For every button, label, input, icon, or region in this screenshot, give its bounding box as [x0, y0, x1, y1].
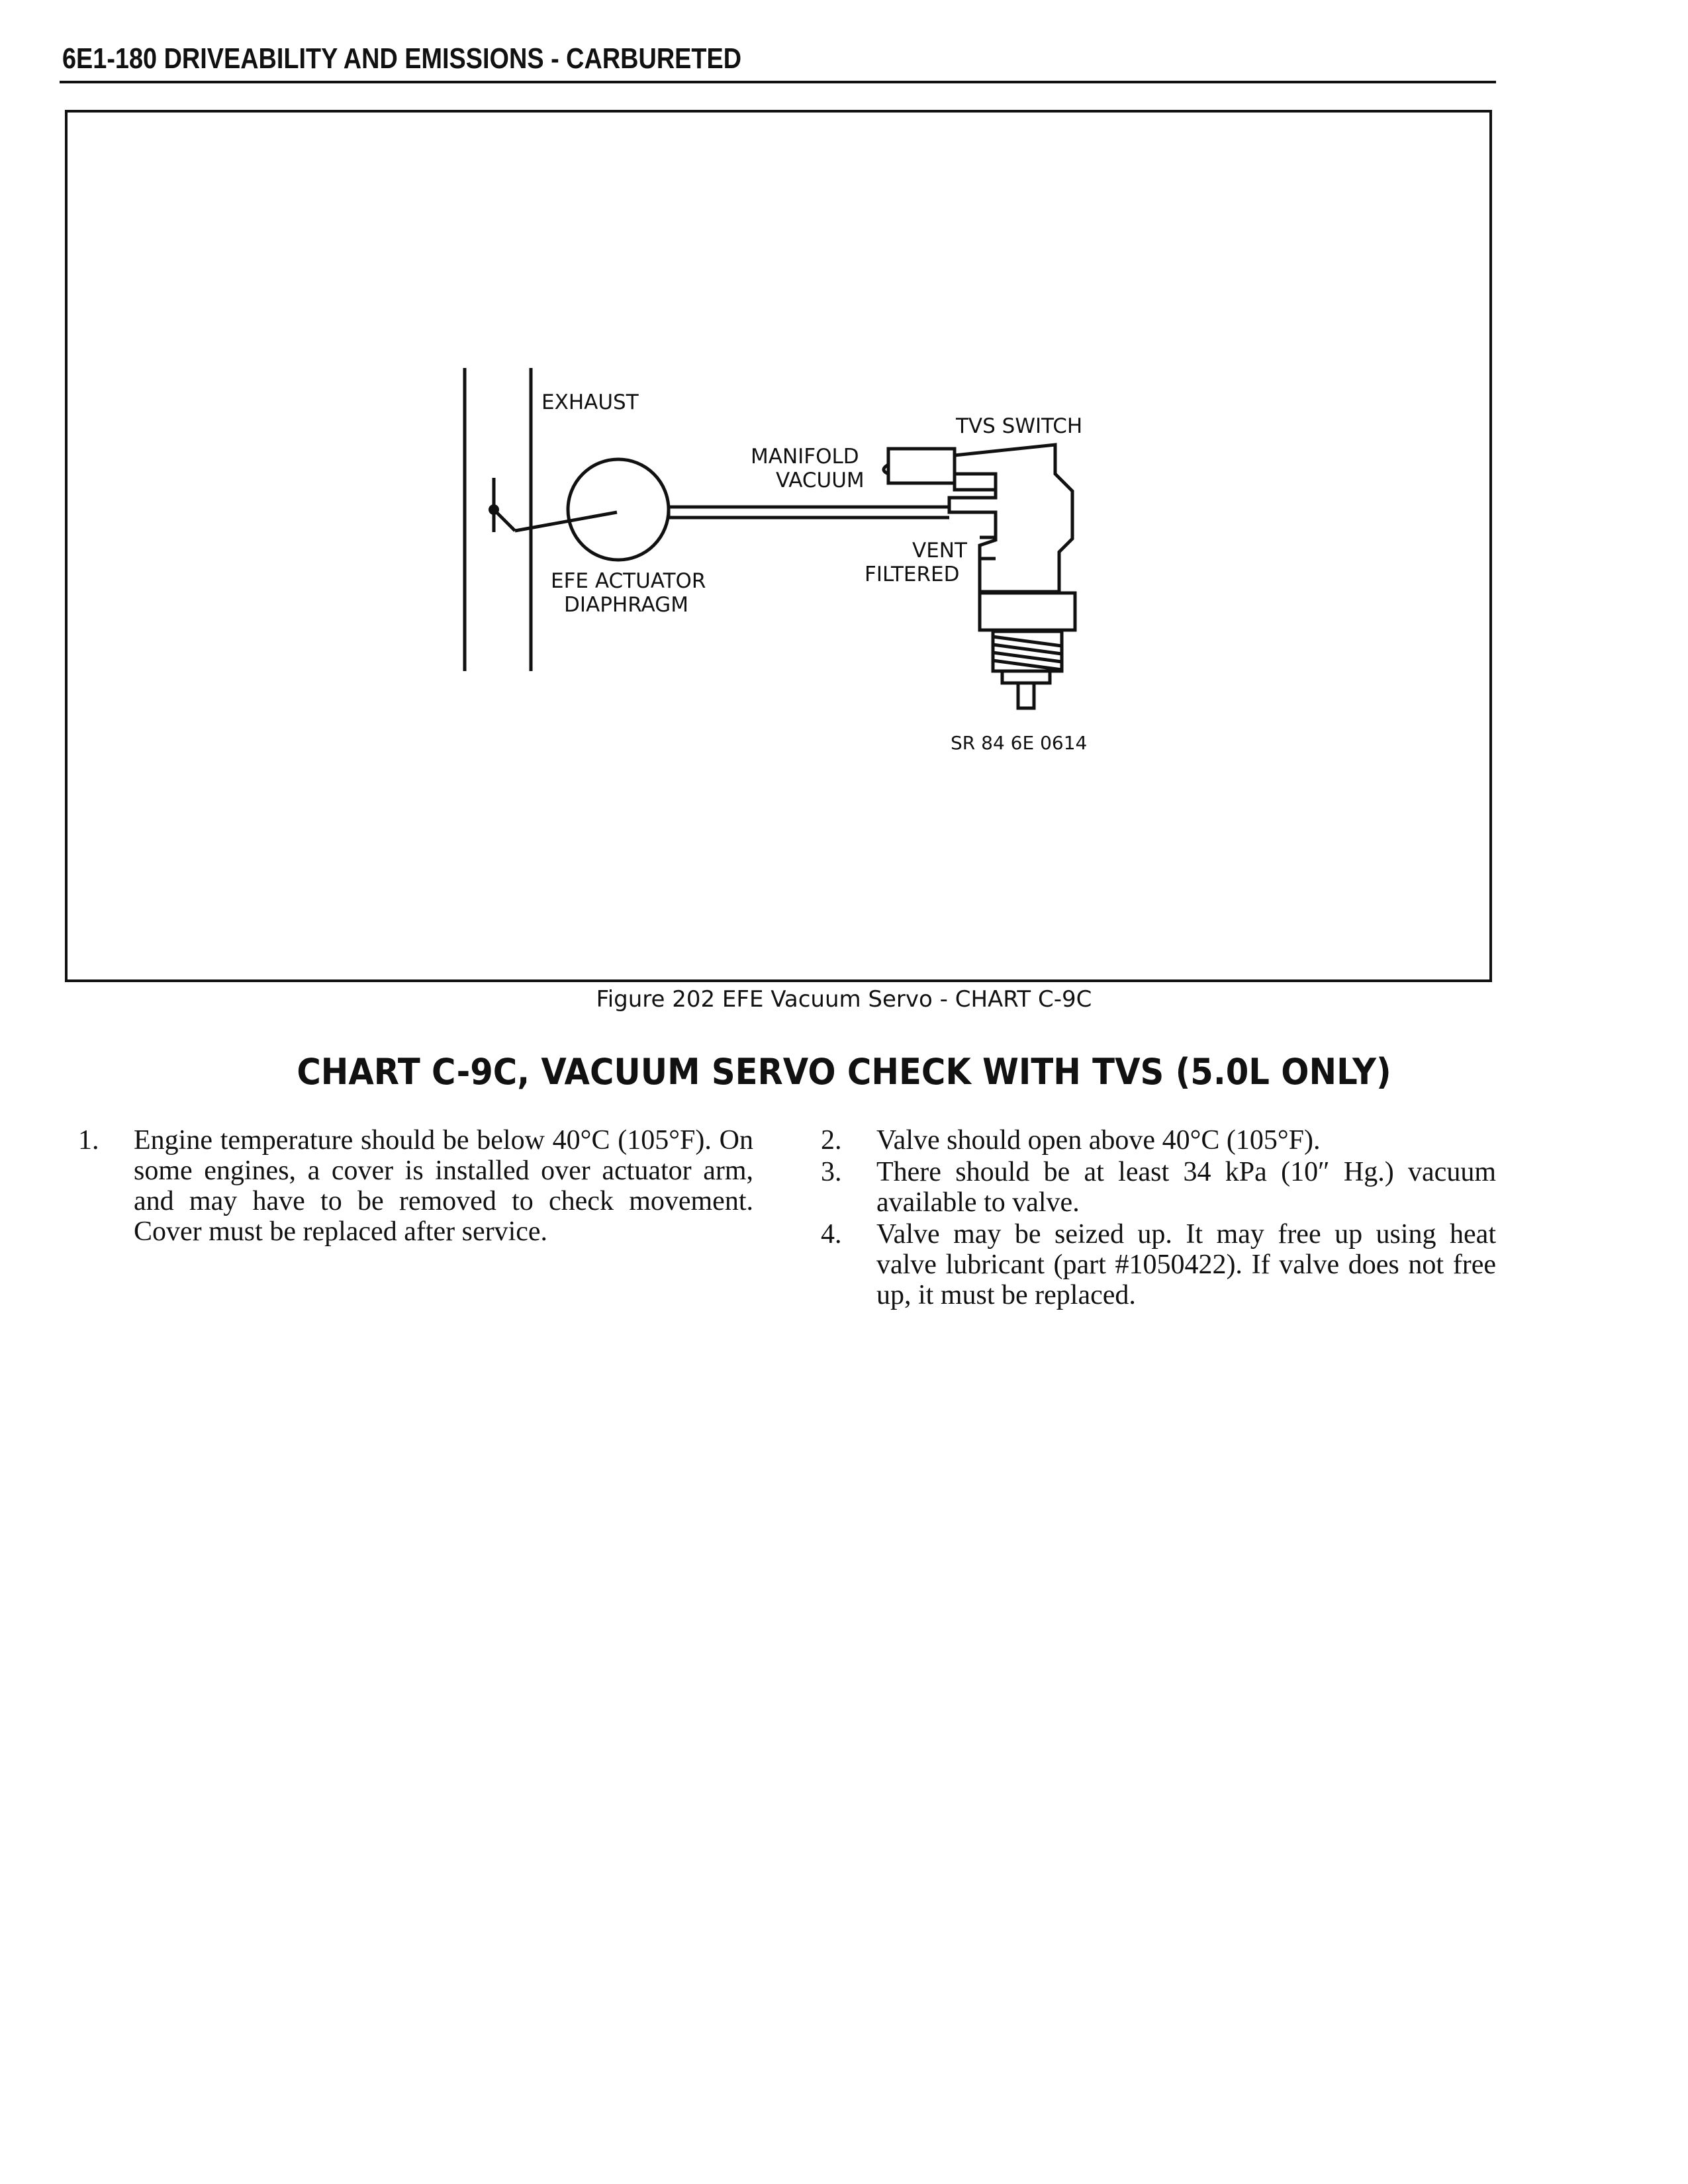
item-text: Valve may be seized up. It may free up u… — [876, 1219, 1496, 1310]
figure-caption: Figure 202 EFE Vacuum Servo - CHART C-9C — [596, 986, 1092, 1013]
list-item: 3. There should be at least 34 kPa (10″ … — [821, 1157, 1496, 1218]
tvs-probe-neck — [1000, 669, 1052, 685]
manifold-nipple — [882, 463, 890, 476]
item-text: Engine temperature should be below 40°C … — [134, 1125, 753, 1247]
figure-frame: EXHAUST MANIFOLD VACUUM TVS SWITCH VENT … — [65, 110, 1492, 982]
valve-pivot — [489, 504, 499, 515]
label-filtered: FILTERED — [865, 563, 960, 586]
left-column: 1. Engine temperature should be below 40… — [78, 1125, 753, 1248]
list-item: 1. Engine temperature should be below 40… — [78, 1125, 753, 1247]
actuator-rod — [514, 510, 618, 533]
label-exhaust: EXHAUST — [541, 390, 639, 414]
label-vent: VENT — [912, 539, 968, 563]
manifold-vacuum-fitting — [886, 447, 957, 485]
item-text: Valve should open above 40°C (105°F). — [876, 1125, 1321, 1156]
right-column: 2. Valve should open above 40°C (105°F).… — [821, 1125, 1496, 1312]
vent-port — [980, 535, 996, 561]
item-text: There should be at least 34 kPa (10″ Hg.… — [876, 1157, 1496, 1218]
item-number: 2. — [821, 1125, 842, 1156]
efe-diaphragm — [566, 457, 671, 562]
tvs-probe-tip — [1016, 681, 1036, 710]
label-efe-2: DIAPHRAGM — [564, 593, 688, 617]
label-manifold-1: MANIFOLD — [751, 445, 859, 469]
list-item: 2. Valve should open above 40°C (105°F). — [821, 1125, 1496, 1156]
item-number: 1. — [78, 1125, 99, 1156]
item-number: 3. — [821, 1157, 842, 1187]
page-header: 6E1-180 DRIVEABILITY AND EMISSIONS - CAR… — [62, 42, 742, 75]
item-number: 4. — [821, 1219, 842, 1250]
label-efe-1: EFE ACTUATOR — [551, 569, 706, 593]
efe-vacuum-servo-diagram: EXHAUST MANIFOLD VACUUM TVS SWITCH VENT … — [463, 368, 1087, 754]
figure-reference: SR 84 6E 0614 — [951, 732, 1087, 754]
tvs-port-upper — [955, 472, 998, 490]
tvs-hex-nut — [978, 591, 1077, 632]
label-manifold-2: VACUUM — [776, 469, 865, 492]
tvs-switch-body — [947, 443, 1074, 594]
chart-title: CHART C-9C, VACUUM SERVO CHECK WITH TVS … — [297, 1051, 1391, 1093]
list-item: 4. Valve may be seized up. It may free u… — [821, 1219, 1496, 1310]
header-rule — [60, 81, 1496, 83]
label-tvs-switch: TVS SWITCH — [955, 414, 1082, 438]
